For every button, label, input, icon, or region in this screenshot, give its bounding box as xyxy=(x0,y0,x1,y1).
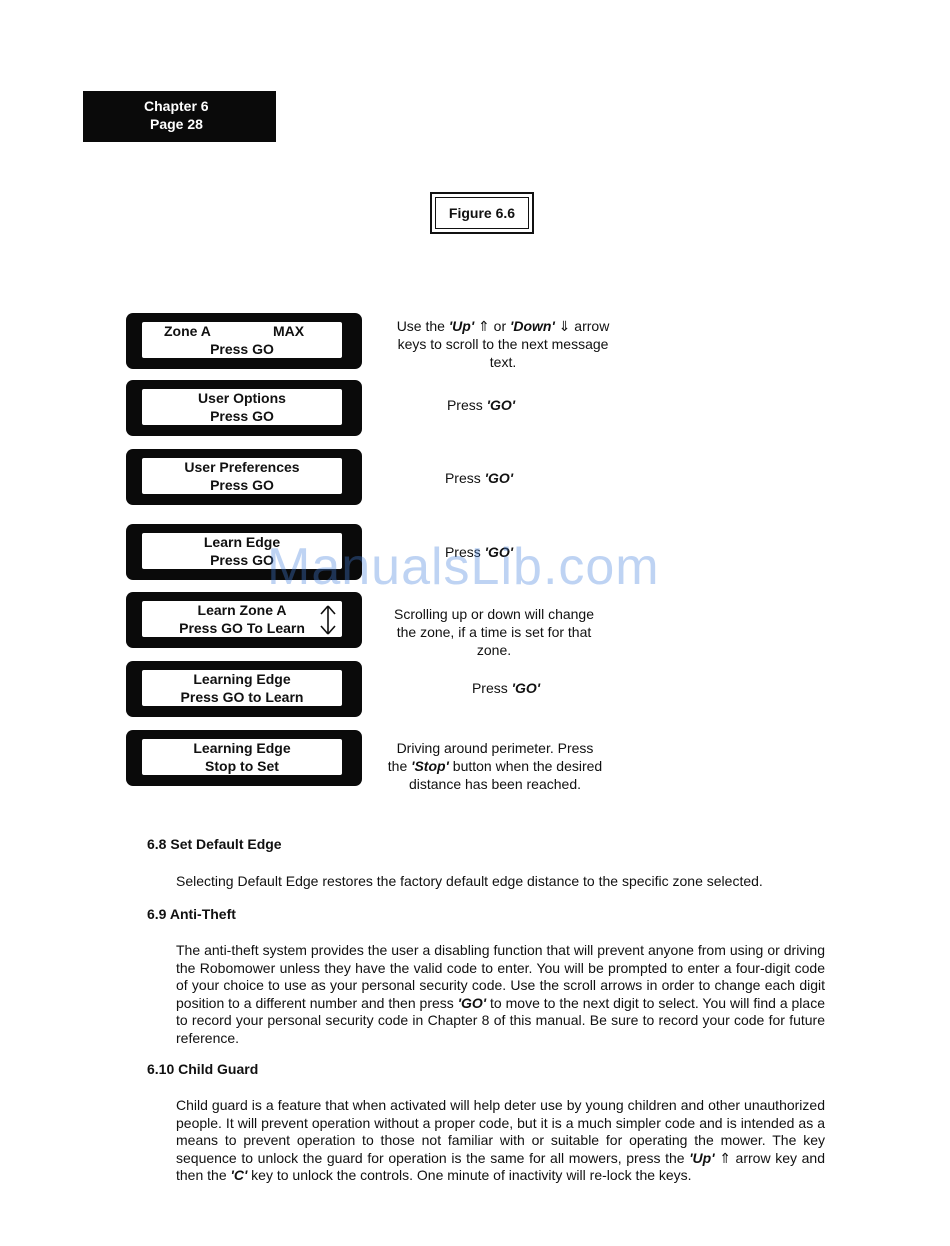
note-key: 'GO' xyxy=(484,470,514,486)
lcd-display-zone: Zone A MAX Press GO xyxy=(126,313,362,369)
note-press-go: Press 'GO' xyxy=(386,679,626,697)
lcd-display-learning-edge-stop: Learning Edge Stop to Set xyxy=(126,730,362,786)
page-label: Page 28 xyxy=(150,116,203,132)
para-key-up: 'Up' xyxy=(689,1149,715,1166)
chapter-label: Chapter 6 xyxy=(144,98,209,114)
lcd-line1: Learn Zone A xyxy=(197,602,287,618)
lcd-line2: Press GO xyxy=(210,552,274,568)
section-body-6-10: Child guard is a feature that when activ… xyxy=(176,1097,825,1185)
note-text: Press xyxy=(446,397,487,413)
lcd-line2: Press GO To Learn xyxy=(179,620,305,636)
note-text: ⇑ or xyxy=(474,318,511,334)
lcd-line1-left: Zone A xyxy=(164,323,211,339)
lcd-display-user-options: User Options Press GO xyxy=(126,380,362,436)
para-text: key to unlock the controls. One minute o… xyxy=(247,1167,692,1183)
section-body-6-9: The anti-theft system provides the user … xyxy=(176,942,825,1047)
lcd-line2: Press GO xyxy=(210,477,274,493)
note-press-go: Press 'GO' xyxy=(384,469,574,487)
lcd-screen: Learning Edge Press GO to Learn xyxy=(142,670,342,706)
lcd-line2: Stop to Set xyxy=(205,758,279,774)
figure-label: Figure 6.6 xyxy=(430,192,534,234)
note-text: Press xyxy=(444,470,485,486)
note-text: Use the xyxy=(396,318,449,334)
watermark: ManualsLib.com xyxy=(267,538,660,596)
section-heading-6-10: 6.10 Child Guard xyxy=(147,1061,259,1077)
section-body-6-8: Selecting Default Edge restores the fact… xyxy=(176,873,763,889)
lcd-screen: Learn Edge Press GO xyxy=(142,533,342,569)
lcd-line2: Press GO xyxy=(210,408,274,424)
note-text: Scrolling up or down will change the zon… xyxy=(394,606,594,658)
para-text: to move to the next digit to select. You… xyxy=(176,994,825,1046)
para-key-c: 'C' xyxy=(230,1167,248,1183)
lcd-line1: Learning Edge xyxy=(193,740,291,756)
lcd-screen: Learning Edge Stop to Set xyxy=(142,739,342,775)
lcd-line1: User Preferences xyxy=(184,459,300,475)
lcd-display-user-preferences: User Preferences Press GO xyxy=(126,449,362,505)
section-heading-6-8: 6.8 Set Default Edge xyxy=(147,836,282,852)
para-text: The anti-theft system provides the user … xyxy=(176,942,825,1011)
note-text: ⇓ arrow keys to scroll to the next messa… xyxy=(397,318,610,370)
lcd-screen: User Options Press GO xyxy=(142,389,342,425)
lcd-line1-right: MAX xyxy=(273,323,305,339)
lcd-line2: Press GO xyxy=(210,341,274,357)
note-press-go: Press 'GO' xyxy=(384,543,574,561)
lcd-display-learn-edge: Learn Edge Press GO xyxy=(126,524,362,580)
note-text: Press xyxy=(471,680,512,696)
figure-label-text: Figure 6.6 xyxy=(435,197,529,229)
lcd-screen: User Preferences Press GO xyxy=(142,458,342,494)
lcd-screen: Zone A MAX Press GO xyxy=(142,322,342,358)
note-scrolling-zone: Scrolling up or down will change the zon… xyxy=(386,605,602,659)
lcd-screen: Learn Zone A Press GO To Learn xyxy=(142,601,342,637)
note-key-down: 'Down' xyxy=(510,318,555,334)
note-key: 'GO' xyxy=(511,680,541,696)
note-scroll-instructions: Use the 'Up' ⇑ or 'Down' ⇓ arrow keys to… xyxy=(386,317,620,371)
note-text: Driving around perimeter. Press the xyxy=(387,740,594,774)
note-driving-perimeter: Driving around perimeter. Press the 'Sto… xyxy=(386,739,604,793)
lcd-line1: Learn Edge xyxy=(203,534,281,550)
up-down-arrow-icon xyxy=(320,605,336,635)
para-key-go: 'GO' xyxy=(457,994,487,1011)
section-heading-6-9: 6.9 Anti-Theft xyxy=(147,906,236,922)
note-key: 'GO' xyxy=(484,544,514,560)
note-text: Press xyxy=(444,544,485,560)
note-text: button when the desired distance has bee… xyxy=(408,758,603,792)
lcd-line2: Press GO to Learn xyxy=(180,689,304,705)
lcd-line1: Learning Edge xyxy=(193,671,291,687)
lcd-display-learning-edge-go: Learning Edge Press GO to Learn xyxy=(126,661,362,717)
note-press-go: Press 'GO' xyxy=(386,396,576,414)
note-key: 'GO' xyxy=(486,397,516,413)
lcd-display-learn-zone: Learn Zone A Press GO To Learn xyxy=(126,592,362,648)
para-text: Child guard is a feature that when activ… xyxy=(176,1097,825,1166)
note-key-stop: 'Stop' xyxy=(411,758,449,774)
chapter-page-header: Chapter 6 Page 28 xyxy=(83,91,276,142)
para-text: ⇑ arrow key and then the xyxy=(176,1149,825,1184)
lcd-line1: User Options xyxy=(198,390,286,406)
note-key-up: 'Up' xyxy=(448,318,475,334)
